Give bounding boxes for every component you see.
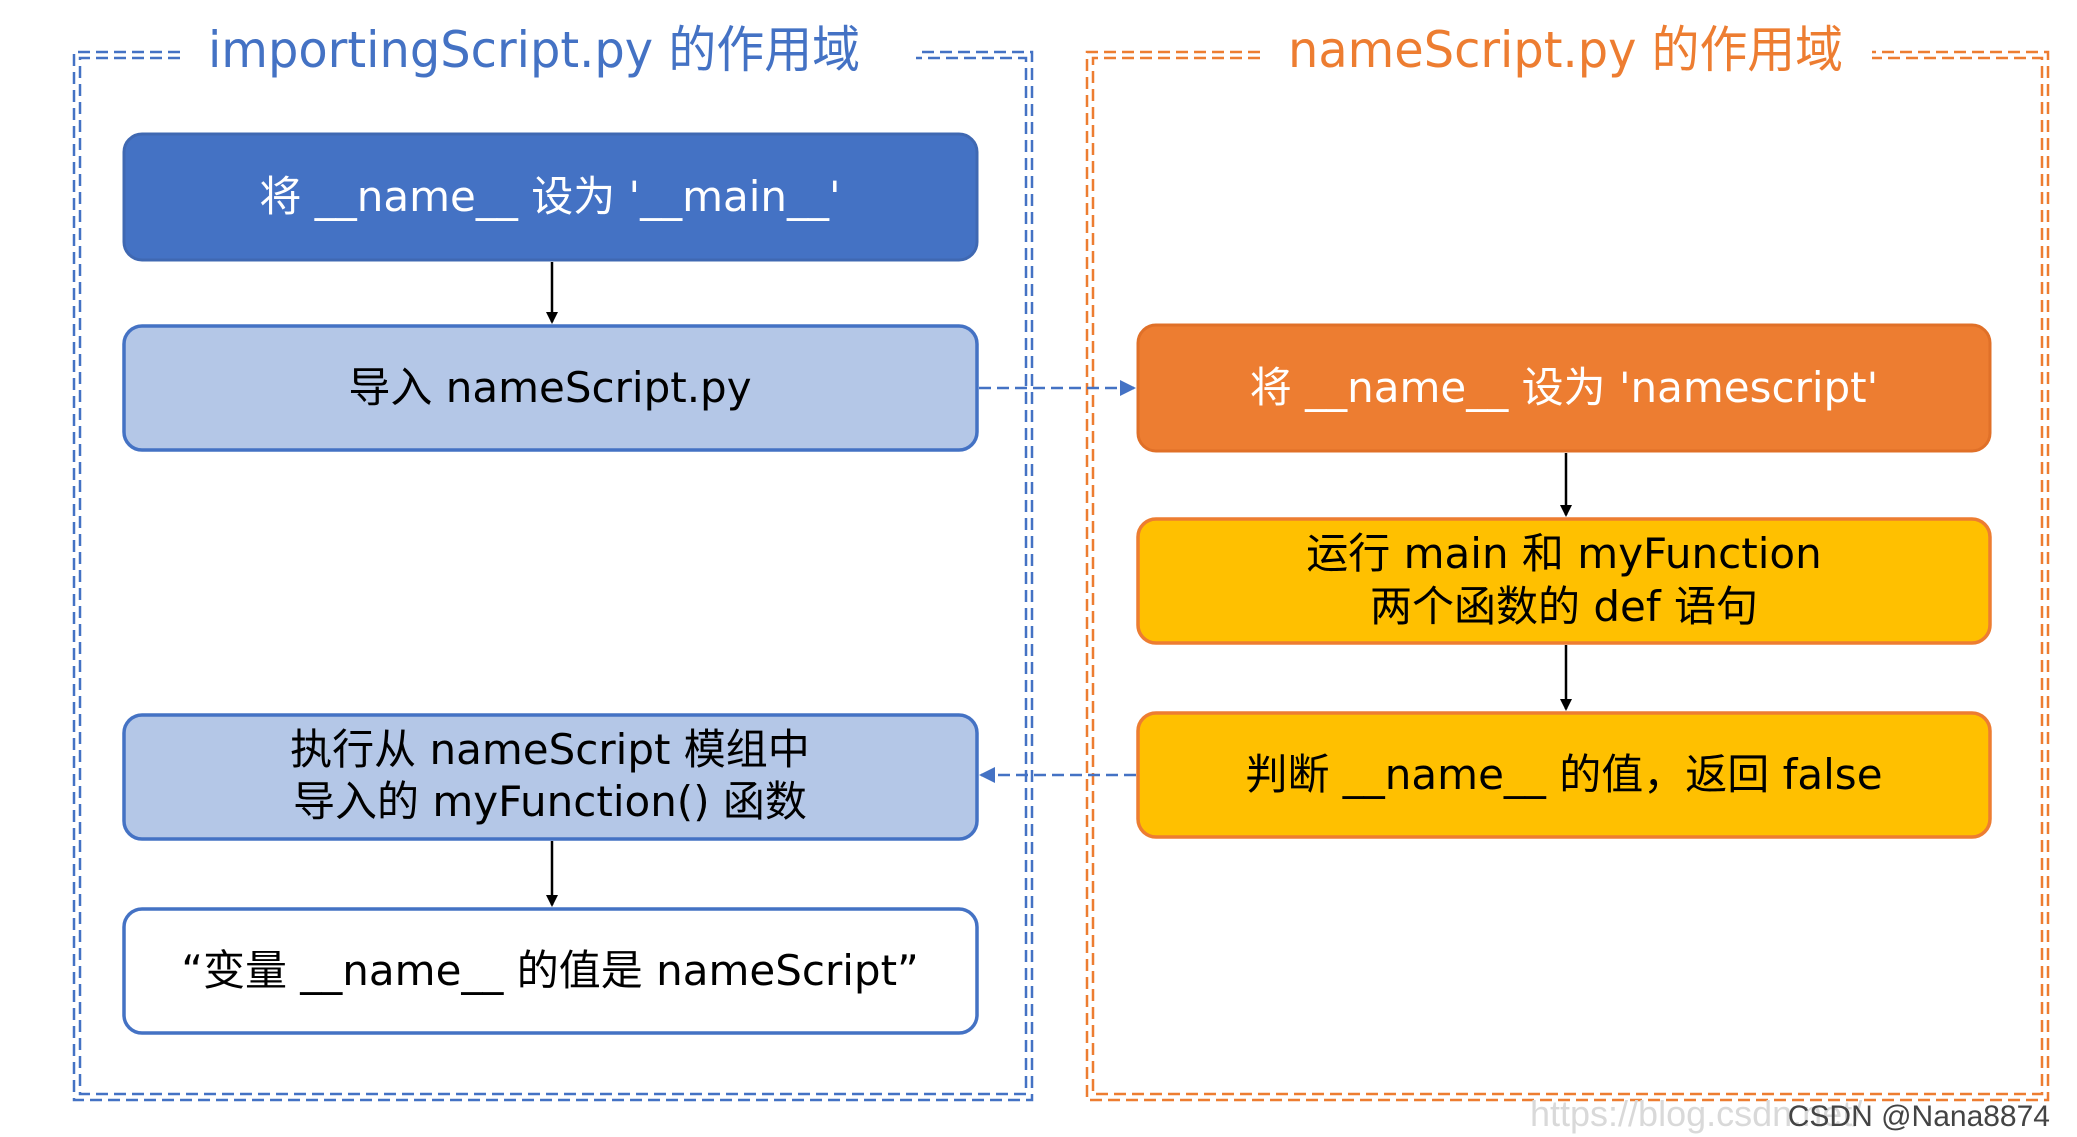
box-def-statements-line1: 运行 main 和 myFunction [1306, 529, 1821, 578]
box-import-namescript-label: 导入 nameScript.py [348, 363, 751, 412]
left-scope-title: importingScript.py 的作用域 [208, 21, 860, 79]
box-set-namescript-label: 将 __name__ 设为 'namescript' [1250, 363, 1878, 412]
box-print-value: “变量 __name__ 的值是 nameScript” [122, 907, 979, 1035]
box-def-statements-line2: 两个函数的 def 语句 [1370, 582, 1758, 631]
box-set-main-label: 将 __name__ 设为 '__main__' [259, 172, 840, 221]
box-def-statements: 运行 main 和 myFunction 两个函数的 def 语句 [1136, 517, 1992, 645]
box-import-namescript: 导入 nameScript.py [122, 324, 979, 452]
watermark-url: https://blog.csdn.net/ [1530, 1093, 1862, 1134]
box-set-main: 将 __name__ 设为 '__main__' [122, 132, 979, 262]
box-set-namescript: 将 __name__ 设为 'namescript' [1136, 323, 1992, 453]
left-scope-container: importingScript.py 的作用域 [72, 21, 1034, 1102]
left-scope-border-outer [72, 50, 1034, 1102]
right-scope-title: nameScript.py 的作用域 [1288, 21, 1843, 79]
box-check-name-label: 判断 __name__ 的值，返回 false [1245, 750, 1882, 799]
box-run-function-line2: 导入的 myFunction() 函数 [293, 777, 807, 826]
box-run-function: 执行从 nameScript 模组中 导入的 myFunction() 函数 [122, 713, 979, 841]
box-check-name: 判断 __name__ 的值，返回 false [1136, 711, 1992, 839]
box-run-function-line1: 执行从 nameScript 模组中 [290, 725, 810, 774]
left-scope-border-inner [78, 56, 1028, 1096]
right-scope-border-outer [1085, 50, 2050, 1102]
watermark-author: CSDN @Nana8874 [1788, 1100, 2050, 1133]
box-print-value-label: “变量 __name__ 的值是 nameScript” [181, 946, 919, 995]
right-scope-container: nameScript.py 的作用域 [1085, 21, 2050, 1102]
right-scope-border-inner [1091, 56, 2044, 1096]
